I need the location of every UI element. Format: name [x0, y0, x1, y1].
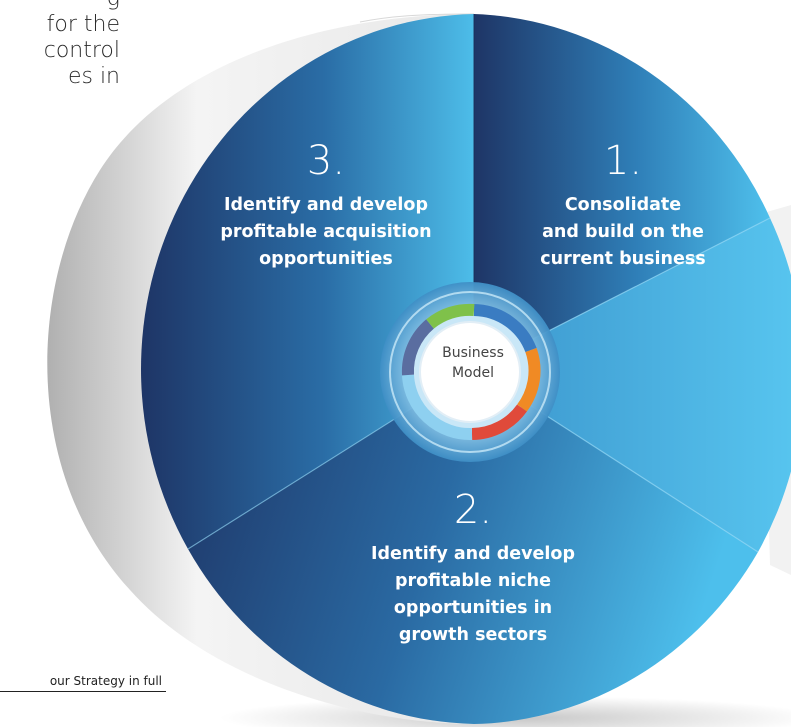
segment-2-line: Identify and develop [371, 544, 575, 564]
strategy-link[interactable]: our Strategy in full [0, 674, 166, 692]
intro-line: control [43, 38, 120, 63]
center-label-line1: Business [442, 345, 504, 361]
segment-2-label: Identify and develop profitable niche op… [333, 541, 613, 649]
center-label-line2: Model [451, 365, 495, 381]
ring-arc-green [426, 303, 475, 329]
segment-3-wedge [141, 14, 474, 549]
cylinder-shell-edge [359, 13, 475, 23]
segment-1-line: and build on the [542, 222, 704, 242]
segment-2-line: profitable niche [395, 571, 551, 591]
segment-3-number: 3. [306, 138, 346, 184]
segment-1-line: current business [540, 249, 706, 269]
intro-line: es in [67, 64, 120, 89]
segment-3-line: opportunities [259, 249, 393, 269]
segment-1-lower-wedge [474, 218, 791, 552]
segment-1-line: Consolidate [564, 195, 682, 215]
business-model-hub [380, 282, 560, 462]
ring-arc-orange [517, 348, 541, 412]
segment-2-wedge [188, 369, 758, 724]
segment-1-wedge [474, 14, 770, 369]
segment-2-number: 2. [453, 487, 493, 533]
ring-arc-blue [473, 304, 537, 353]
segment-2-line: opportunities in [393, 598, 553, 618]
segment-1-number: 1. [603, 138, 643, 184]
ring-arc-slate [401, 319, 435, 376]
segment-1-label: Consolidate and build on the current bus… [483, 192, 763, 273]
ring-arc-red [471, 404, 527, 440]
intro-line: g [0, 0, 120, 12]
segment-3-line: profitable acquisition [220, 222, 432, 242]
segment-3-label: Identify and develop profitable acquisit… [186, 192, 466, 273]
center-label: Business Model [423, 343, 523, 383]
intro-line: for the [46, 12, 120, 37]
ring-arc-light-blue [402, 374, 473, 441]
segment-2-line: growth sectors [398, 625, 548, 645]
segment-3-line: Identify and develop [224, 195, 428, 215]
intro-text-fragment: g for the control es in [0, 0, 120, 90]
